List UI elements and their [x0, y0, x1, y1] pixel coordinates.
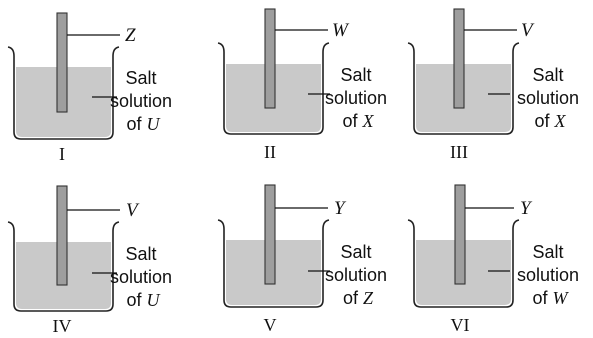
beaker-unit-3: V Salt solution of X III: [407, 8, 583, 162]
beaker-unit-5: Y Salt solution of Z V: [217, 184, 391, 335]
rod-metal-label: Y: [520, 198, 533, 219]
metal-rod: [453, 8, 465, 109]
beaker-outline: [407, 42, 520, 135]
beaker-outline: [407, 219, 520, 308]
metal-rod: [56, 185, 68, 286]
beaker-roman-label: I: [59, 144, 65, 164]
salt-solution-label: Salt solution of X: [517, 65, 583, 131]
rod-metal-label: Y: [334, 198, 347, 219]
salt-solution-label: Salt solution of Z: [325, 242, 391, 308]
rod-metal-label: V: [126, 200, 140, 221]
beaker-unit-6: Y Salt solution of W VI: [407, 184, 583, 335]
beaker-outline: [7, 46, 120, 140]
beaker-outline: [217, 219, 330, 308]
beaker-unit-4: V Salt solution of U IV: [7, 185, 176, 336]
beaker-roman-label: II: [264, 142, 276, 162]
metal-rod: [454, 184, 466, 285]
beaker-unit-2: W Salt solution of X II: [217, 8, 391, 162]
rod-metal-label: V: [521, 20, 535, 41]
salt-solution-label: Salt solution of W: [517, 242, 583, 308]
beaker-outline: [7, 221, 120, 312]
rod-metal-label: W: [332, 20, 350, 41]
beaker-roman-label: IV: [53, 316, 72, 336]
metal-rod: [264, 184, 276, 285]
beaker-roman-label: III: [450, 142, 468, 162]
rod-metal-label: Z: [125, 25, 136, 46]
metal-rod: [56, 12, 68, 113]
metal-rod: [264, 8, 276, 109]
beaker-unit-1: Z Salt solution of U I: [7, 12, 176, 164]
salt-solution-label: Salt solution of U: [110, 244, 176, 310]
beaker-roman-label: VI: [451, 315, 470, 335]
salt-solution-label: Salt solution of X: [325, 65, 391, 131]
salt-solution-label: Salt solution of U: [110, 68, 176, 134]
beaker-roman-label: V: [264, 315, 277, 335]
beaker-outline: [217, 42, 330, 135]
